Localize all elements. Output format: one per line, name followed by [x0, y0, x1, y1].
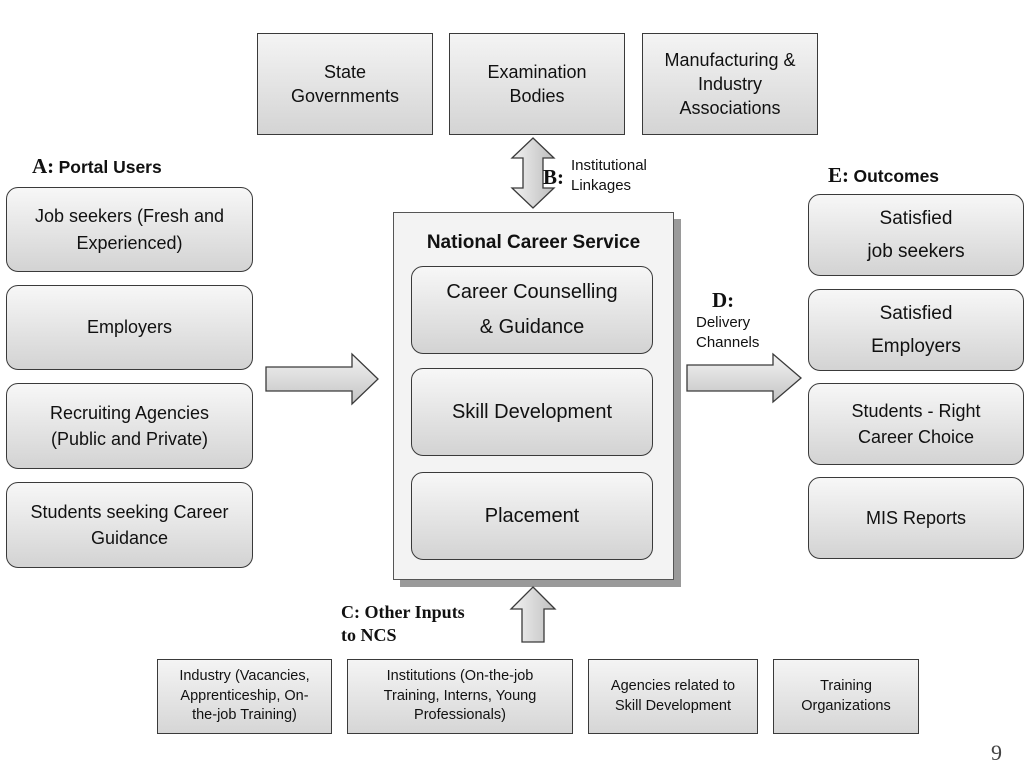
outcome-satisfied-job-seekers: Satisfied job seekers	[808, 194, 1024, 276]
input-institutions: Institutions (On-the-job Training, Inter…	[347, 659, 573, 734]
other-inputs-label: C: Other Inputs to NCS	[341, 602, 465, 646]
national-career-service-title: National Career Service	[426, 232, 641, 253]
other-inputs-arrow	[509, 586, 557, 643]
manufacturing-industry-associations-box: Manufacturing & Industry Associations	[642, 33, 818, 135]
portal-users-letter: A:	[32, 154, 55, 178]
center-skill-development: Skill Development	[411, 368, 653, 456]
portal-users-heading: A: Portal Users	[32, 154, 162, 179]
outcome-satisfied-employers: Satisfied Employers	[808, 289, 1024, 371]
input-training-organizations: Training Organizations	[773, 659, 919, 734]
portal-user-students: Students seeking Career Guidance	[6, 482, 253, 568]
page-number: 9	[991, 740, 1002, 765]
portal-user-recruiting-agencies: Recruiting Agencies (Public and Private)	[6, 383, 253, 469]
portal-user-employers: Employers	[6, 285, 253, 370]
examination-bodies-box: Examination Bodies	[449, 33, 625, 135]
outcomes-title: Outcomes	[853, 166, 940, 186]
portal-user-job-seekers: Job seekers (Fresh and Experienced)	[6, 187, 253, 272]
outcomes-heading: E: Outcomes	[828, 163, 939, 188]
delivery-letter: D:	[712, 288, 735, 312]
outcome-students-career-choice: Students - Right Career Choice	[808, 383, 1024, 465]
state-governments-box: State Governments	[257, 33, 433, 135]
delivery-caption: Delivery Channels	[696, 314, 760, 352]
center-career-counselling: Career Counselling & Guidance	[411, 266, 653, 354]
outcomes-letter: E:	[828, 163, 849, 187]
linkages-letter: B:	[543, 165, 564, 189]
ncs-to-outcomes-arrow	[686, 352, 802, 404]
portal-users-title: Portal Users	[58, 157, 162, 177]
input-industry: Industry (Vacancies, Apprenticeship, On-…	[157, 659, 332, 734]
linkages-caption: Institutional Linkages	[571, 157, 647, 195]
institutional-linkages-arrow	[510, 137, 556, 209]
input-agencies-skill-development: Agencies related to Skill Development	[588, 659, 758, 734]
center-placement: Placement	[411, 472, 653, 560]
outcome-mis-reports: MIS Reports	[808, 477, 1024, 559]
portal-users-to-ncs-arrow	[265, 352, 379, 406]
